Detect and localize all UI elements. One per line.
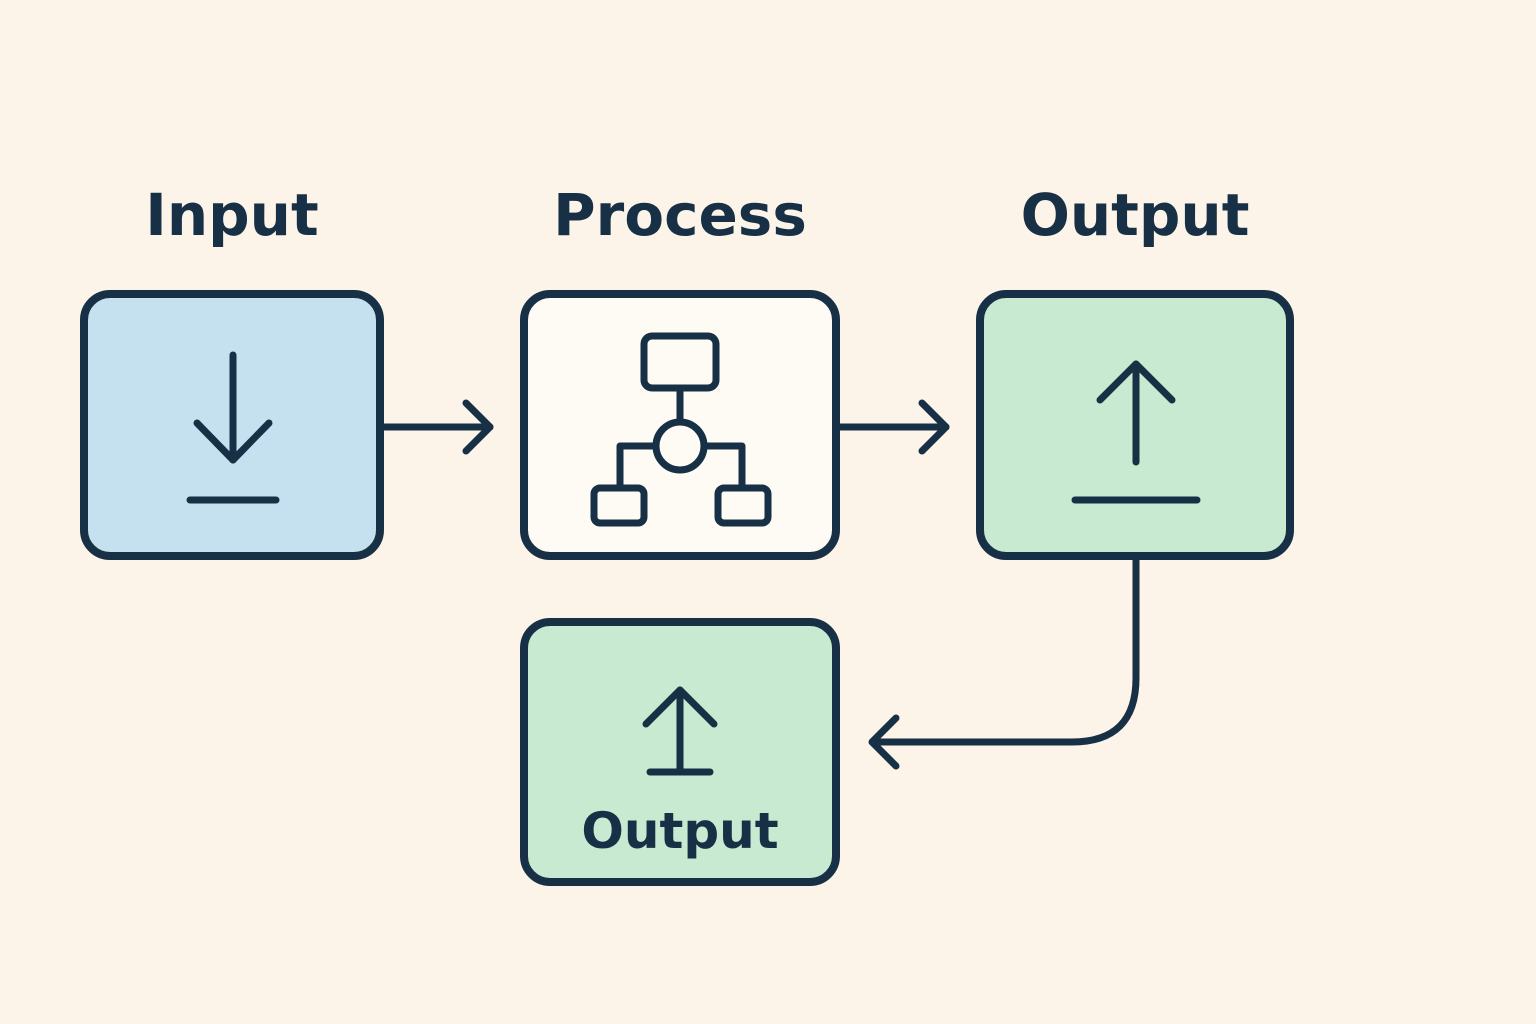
output-node <box>976 290 1294 560</box>
edge-output-to-output-bottom <box>868 554 1140 770</box>
process-node <box>520 290 840 560</box>
edge-process-to-output <box>834 399 950 455</box>
flowchart-icon <box>590 332 772 527</box>
edge-input-to-process <box>378 399 494 455</box>
output-label: Output <box>1020 181 1250 249</box>
input-node <box>80 290 384 560</box>
process-label: Process <box>553 181 807 249</box>
input-label: Input <box>145 181 319 249</box>
output-bottom-node <box>520 618 840 886</box>
upload-icon <box>642 686 718 776</box>
upload-icon <box>1071 360 1201 504</box>
download-icon <box>186 351 280 504</box>
output-bottom-label: Output <box>581 802 779 860</box>
